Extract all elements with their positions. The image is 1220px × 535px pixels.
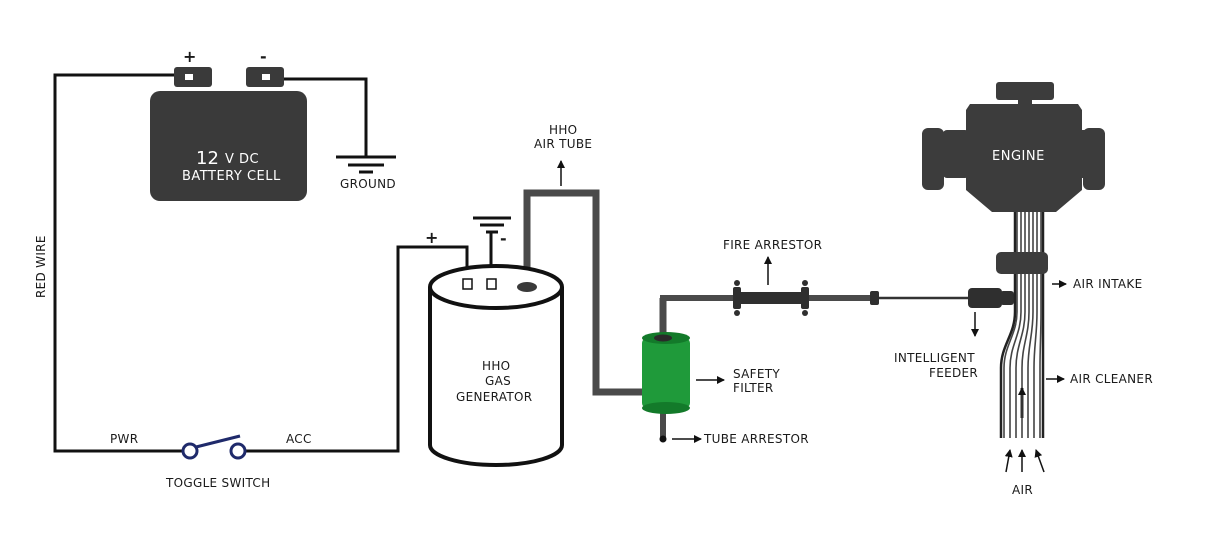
battery-body (150, 91, 307, 201)
engine-label: ENGINE (992, 149, 1045, 164)
generator-label-2: GAS (485, 374, 511, 388)
ground-symbol (336, 155, 396, 174)
fire-arrestor-label: FIRE ARRESTOR (723, 238, 822, 252)
ground-wire (275, 77, 368, 157)
generator-positive-terminal (462, 278, 473, 290)
safety-filter-label-1: SAFETY (733, 367, 780, 381)
battery (150, 67, 307, 201)
pwr-label: PWR (110, 432, 138, 446)
intelligent-feeder-label-1: INTELLIGENT (894, 351, 975, 365)
generator-negative-terminal (486, 278, 497, 290)
generator-plus-sign: + (425, 228, 438, 247)
intelligent-feeder-label-2: FEEDER (929, 366, 978, 380)
red-wire-path (53, 73, 183, 453)
air-cleaner-label: AIR CLEANER (1070, 372, 1153, 386)
hho-air-tube (523, 189, 642, 396)
acc-wire (245, 245, 469, 453)
air-intake-manifold (1003, 212, 1042, 438)
battery-plus-sign: + (183, 47, 196, 66)
safety-filter (642, 298, 690, 443)
hho-air-tube-label-1: HHO (549, 123, 577, 137)
red-wire-label: RED WIRE (34, 235, 48, 298)
tube-arrestor-label: TUBE ARRESTOR (703, 432, 809, 446)
hho-gas-generator (428, 264, 564, 467)
air-intake-walls (999, 212, 1045, 438)
toggle-switch-label: TOGGLE SWITCH (165, 476, 270, 490)
generator-minus-sign: - (500, 229, 507, 248)
hho-air-tube-label-2: AIR TUBE (534, 137, 592, 151)
air-label: AIR (1012, 483, 1033, 497)
air-intake-clamp (996, 252, 1048, 274)
battery-voltage: 12 (196, 148, 219, 169)
toggle-switch (181, 434, 247, 460)
feed-line (660, 295, 872, 301)
air-intake-label: AIR INTAKE (1073, 277, 1142, 291)
acc-label: ACC (286, 432, 312, 446)
intelligent-feeder (968, 288, 1014, 308)
battery-name: BATTERY CELL (182, 169, 281, 184)
generator-label-1: HHO (482, 359, 510, 373)
battery-minus-sign: - (260, 47, 267, 66)
generator-label-3: GENERATOR (456, 390, 532, 404)
generator-gas-outlet (517, 282, 537, 292)
ground-label: GROUND (340, 177, 396, 191)
battery-unit: V DC (225, 152, 259, 167)
safety-filter-label-2: FILTER (733, 381, 774, 395)
air-inlet-arrows (1004, 449, 1045, 473)
fire-arrestor (733, 280, 809, 316)
engine (922, 82, 1105, 212)
tube-arrestor-inline (870, 291, 879, 305)
